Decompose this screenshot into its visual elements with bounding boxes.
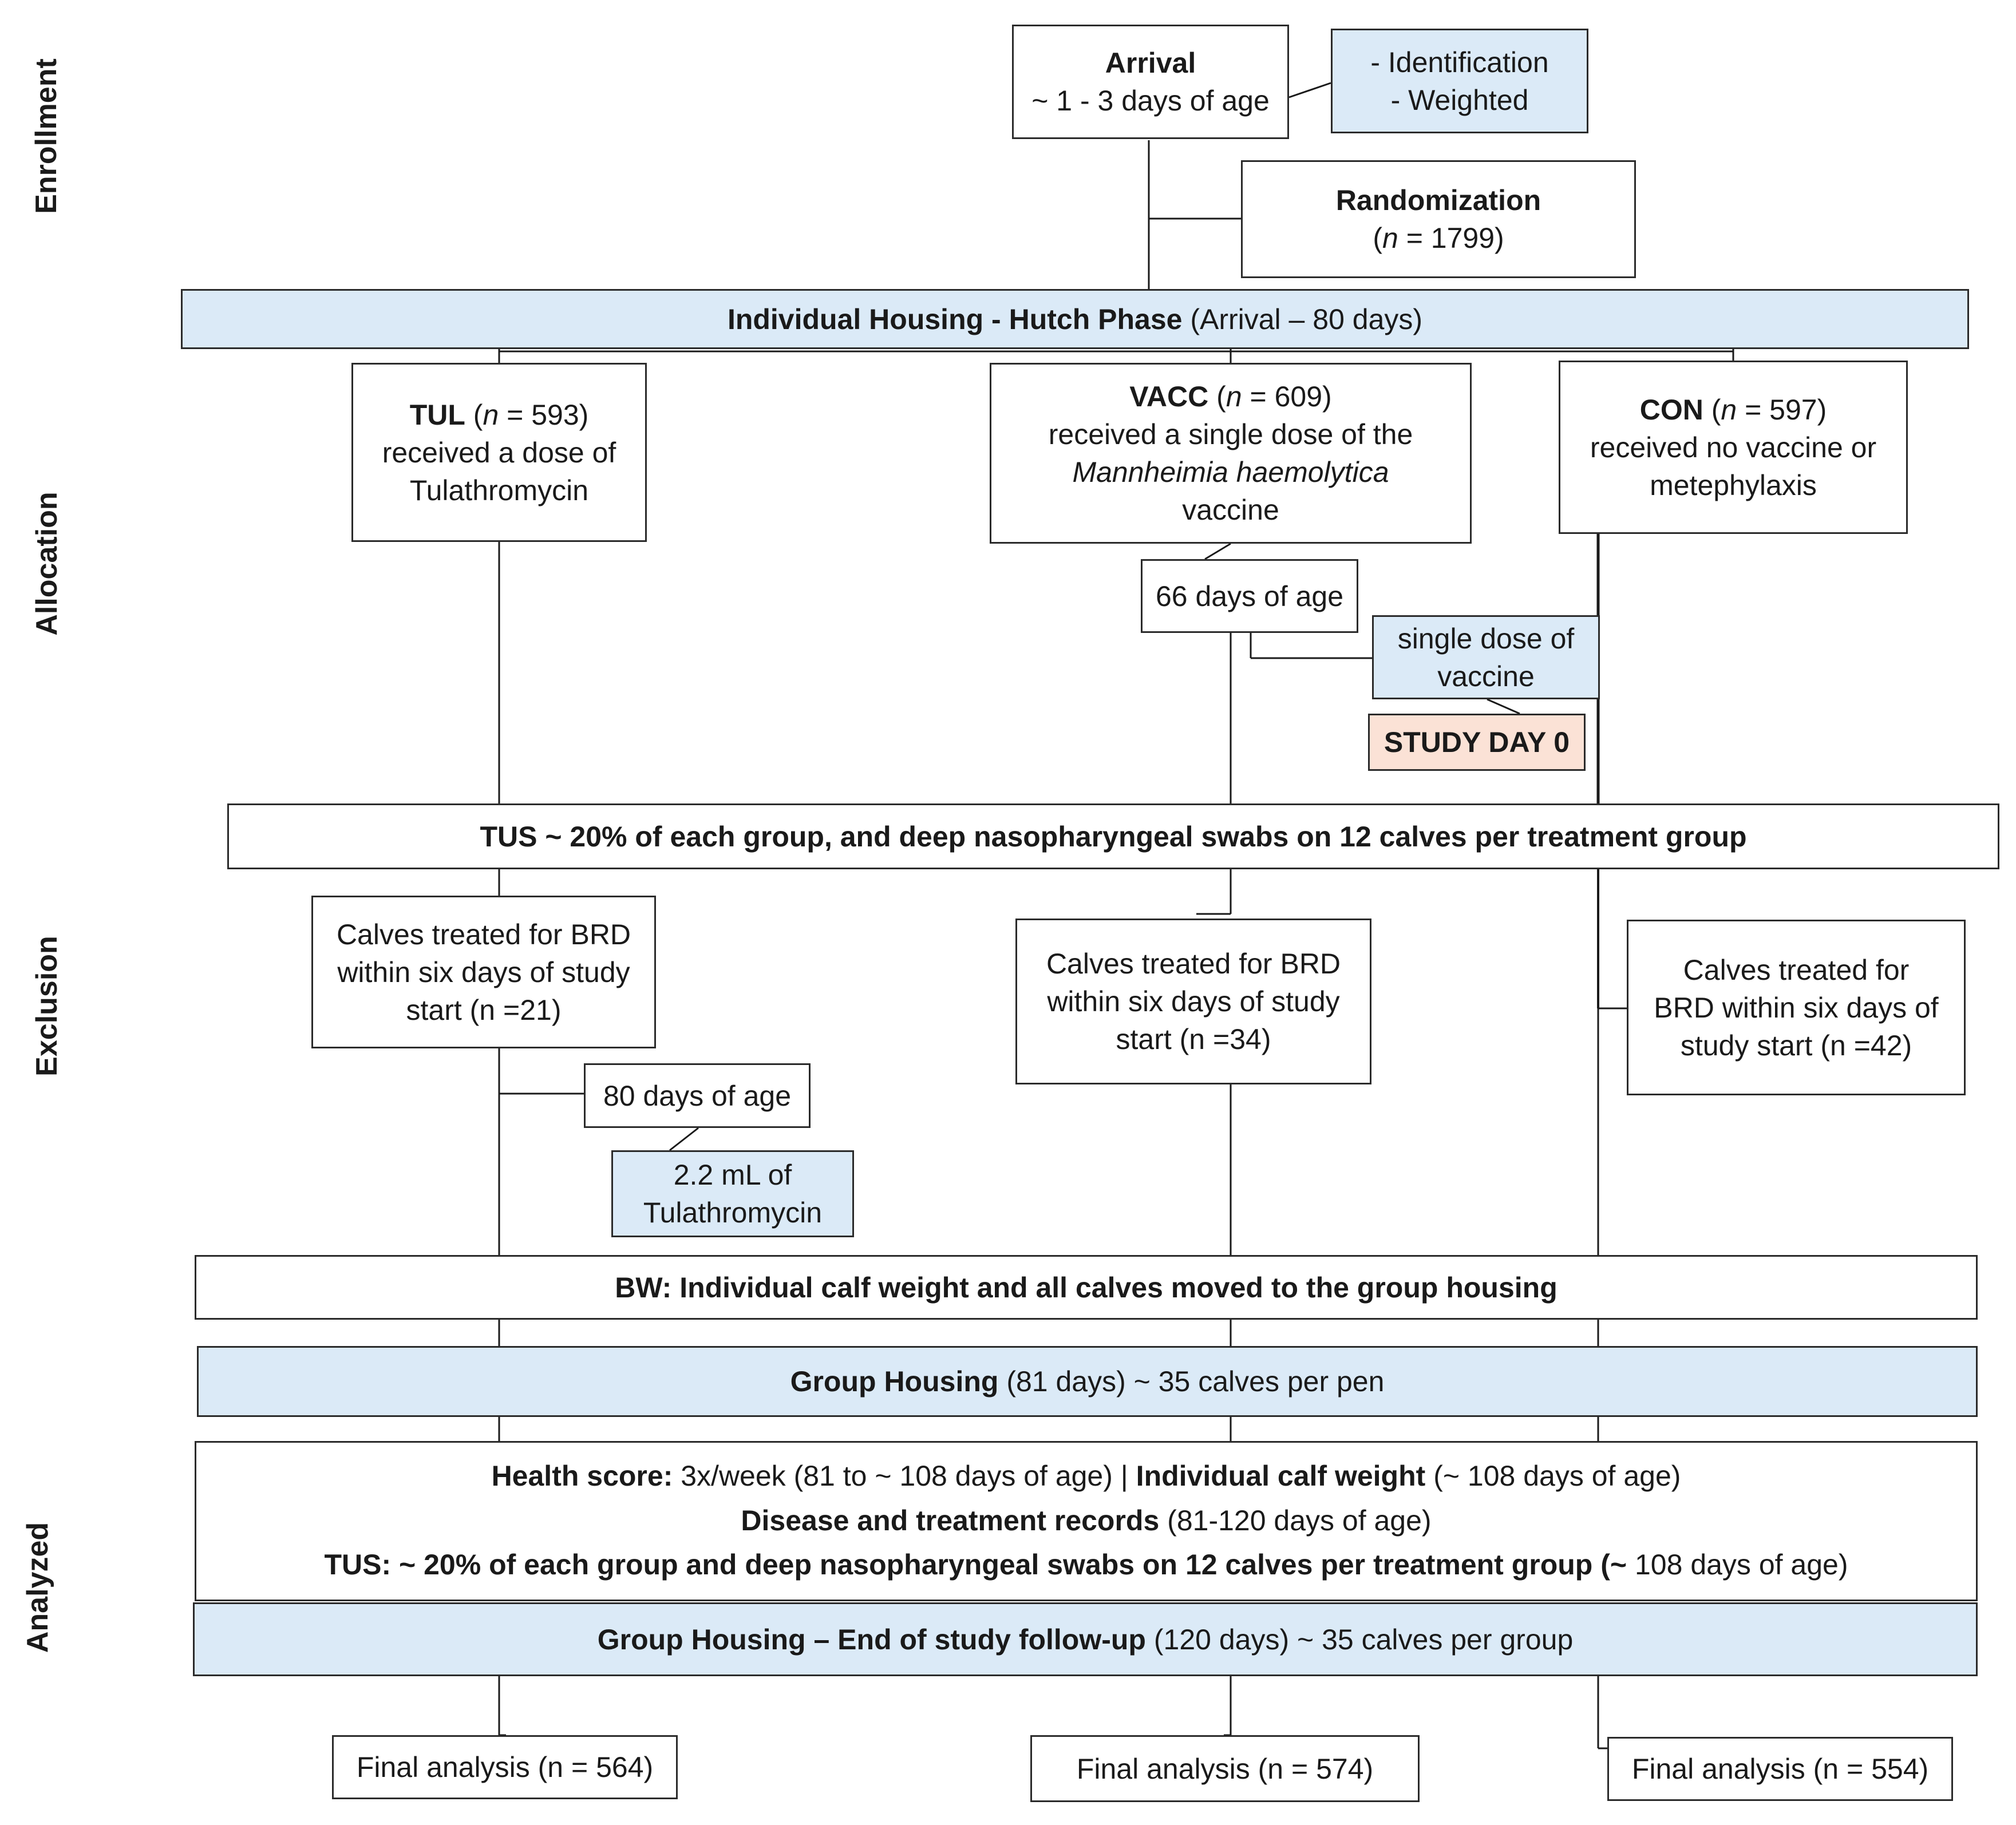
vacc-age-66-box: 66 days of age bbox=[1141, 559, 1358, 633]
group-housing-text: Group Housing (81 days) ~ 35 calves per … bbox=[790, 1365, 1385, 1398]
vacc-final-analysis-text: Final analysis (n = 574) bbox=[1076, 1752, 1374, 1785]
bw-bar: BW: Individual calf weight and all calve… bbox=[195, 1255, 1978, 1320]
tul-dose-box: 2.2 mL of Tulathromycin bbox=[611, 1150, 854, 1237]
hutch-phase-bar: Individual Housing - Hutch Phase (Arriva… bbox=[181, 289, 1969, 349]
con-exclusion-line-3: study start (n =42) bbox=[1680, 1029, 1912, 1062]
arrival-box: Arrival ~ 1 - 3 days of age bbox=[1012, 25, 1289, 139]
health-records-box: Health score: 3x/week (81 to ~ 108 days … bbox=[195, 1441, 1978, 1601]
note-identification: - Identification bbox=[1370, 46, 1549, 78]
age80-to-dose bbox=[669, 1127, 699, 1151]
tus-second-line: TUS: ~ 20% of each group and deep nasoph… bbox=[324, 1549, 1848, 1581]
randomization-box: Randomization (n = 1799) bbox=[1241, 160, 1636, 278]
group-housing-bar: Group Housing (81 days) ~ 35 calves per … bbox=[197, 1346, 1978, 1417]
phase-label-allocation: Allocation bbox=[30, 492, 64, 636]
tul-age-80-box: 80 days of age bbox=[584, 1063, 811, 1128]
phase-label-analyzed: Analyzed bbox=[21, 1522, 54, 1653]
vacc-group-desc-1: received a single dose of the bbox=[1048, 418, 1413, 450]
tul-final-analysis-text: Final analysis (n = 564) bbox=[356, 1751, 654, 1783]
dose-to-studyday bbox=[1487, 698, 1520, 715]
tul-group-desc-2: Tulathromycin bbox=[409, 474, 589, 506]
vacc-group-box: VACC (n = 609) received a single dose of… bbox=[990, 363, 1472, 544]
arrival-note-box: - Identification - Weighted bbox=[1331, 29, 1588, 133]
con-group-desc-1: received no vaccine or bbox=[1590, 431, 1877, 464]
vacc-group-title: VACC (n = 609) bbox=[1129, 381, 1332, 413]
arrival-age: ~ 1 - 3 days of age bbox=[1031, 85, 1270, 117]
tul-exclusion-line-2: within six days of study bbox=[337, 956, 630, 988]
bw-text: BW: Individual calf weight and all calve… bbox=[615, 1271, 1558, 1304]
tul-exclusion-line-3: start (n =21) bbox=[406, 993, 562, 1026]
tul-group-box: TUL (n = 593) received a dose of Tulathr… bbox=[351, 363, 647, 542]
note-weighted: - Weighted bbox=[1390, 84, 1529, 116]
hutch-phase-text: Individual Housing - Hutch Phase (Arriva… bbox=[727, 303, 1423, 335]
vacc-final-analysis-box: Final analysis (n = 574) bbox=[1030, 1735, 1420, 1802]
arrival-title: Arrival bbox=[1105, 47, 1196, 79]
vacc-exclusion-line-2: within six days of study bbox=[1047, 985, 1340, 1018]
disease-records-line: Disease and treatment records (81-120 da… bbox=[741, 1504, 1432, 1537]
health-score-line: Health score: 3x/week (81 to ~ 108 days … bbox=[491, 1460, 1681, 1492]
con-final-analysis-box: Final analysis (n = 554) bbox=[1607, 1737, 1953, 1801]
tul-age-80-text: 80 days of age bbox=[603, 1079, 792, 1112]
arrival-to-note bbox=[1288, 82, 1331, 98]
vacc-exclusion-line-3: start (n =34) bbox=[1116, 1023, 1271, 1055]
con-final-analysis-text: Final analysis (n = 554) bbox=[1631, 1753, 1929, 1785]
tul-dose-line-1: 2.2 mL of bbox=[673, 1159, 792, 1191]
tul-group-desc-1: received a dose of bbox=[382, 436, 616, 469]
tul-group-title: TUL (n = 593) bbox=[409, 398, 589, 431]
tul-dose-line-2: Tulathromycin bbox=[643, 1197, 823, 1229]
study-day-0-badge: STUDY DAY 0 bbox=[1368, 714, 1586, 771]
vacc-exclusion-line-1: Calves treated for BRD bbox=[1046, 948, 1341, 980]
tul-final-analysis-box: Final analysis (n = 564) bbox=[332, 1735, 678, 1799]
single-dose-line-1: single dose of bbox=[1397, 622, 1575, 655]
tul-exclusion-line-1: Calves treated for BRD bbox=[336, 918, 631, 951]
tus-first-text: TUS ~ 20% of each group, and deep nasoph… bbox=[480, 820, 1747, 853]
single-dose-line-2: vaccine bbox=[1437, 660, 1535, 692]
randomization-n: (n = 1799) bbox=[1373, 222, 1504, 254]
vacc-exclusion-box: Calves treated for BRD within six days o… bbox=[1015, 919, 1371, 1084]
vacc-to-age66 bbox=[1204, 543, 1231, 560]
con-exclusion-line-1: Calves treated for bbox=[1683, 953, 1910, 986]
con-exclusion-box: Calves treated for BRD within six days o… bbox=[1627, 920, 1966, 1095]
con-exclusion-line-2: BRD within six days of bbox=[1654, 991, 1939, 1024]
vacc-age-66-text: 66 days of age bbox=[1155, 580, 1344, 612]
con-group-title: CON (n = 597) bbox=[1639, 393, 1827, 426]
vacc-group-desc-2: Mannheimia haemolytica bbox=[1072, 456, 1389, 488]
randomization-title: Randomization bbox=[1335, 184, 1541, 216]
phase-label-exclusion: Exclusion bbox=[30, 936, 64, 1076]
con-group-box: CON (n = 597) received no vaccine or met… bbox=[1559, 361, 1908, 534]
end-followup-bar: Group Housing – End of study follow-up (… bbox=[193, 1602, 1978, 1676]
phase-label-enrollment: Enrollment bbox=[30, 58, 63, 214]
single-dose-box: single dose of vaccine bbox=[1372, 615, 1600, 699]
tus-first-bar: TUS ~ 20% of each group, and deep nasoph… bbox=[227, 803, 1999, 869]
end-followup-text: Group Housing – End of study follow-up (… bbox=[597, 1623, 1574, 1656]
study-day-0-text: STUDY DAY 0 bbox=[1383, 726, 1570, 758]
con-group-desc-2: metephylaxis bbox=[1650, 469, 1817, 501]
vacc-group-desc-3: vaccine bbox=[1182, 494, 1279, 526]
tul-exclusion-box: Calves treated for BRD within six days o… bbox=[311, 896, 656, 1048]
